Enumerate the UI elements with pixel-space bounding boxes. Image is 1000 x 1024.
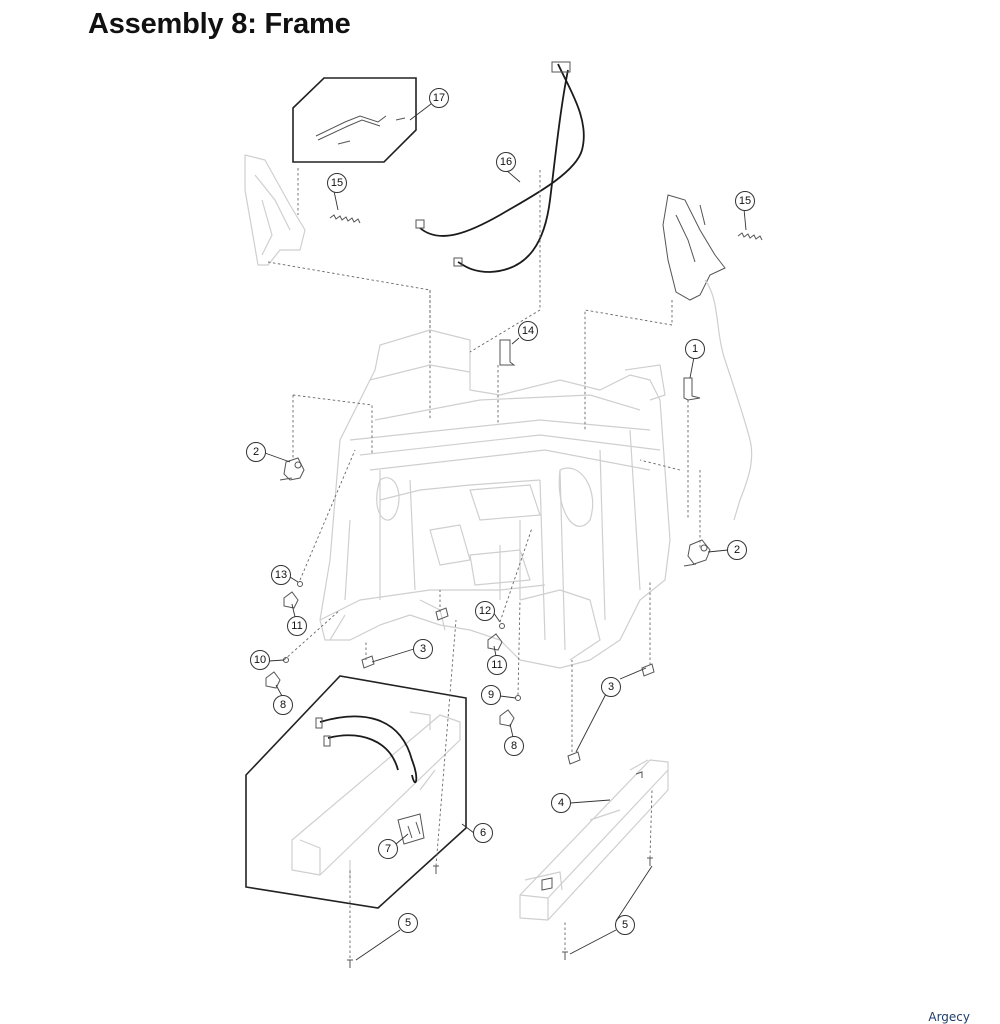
callout-11-left: 11	[287, 616, 307, 636]
right-side-bracket	[662, 194, 753, 521]
svg-text:13: 13	[275, 569, 287, 581]
callout-10: 10	[250, 650, 270, 670]
svg-text:2: 2	[253, 446, 259, 458]
callout-16: 16	[496, 152, 516, 172]
main-frame	[319, 329, 671, 669]
callout-8-left: 8	[273, 695, 293, 715]
svg-text:10: 10	[254, 654, 266, 666]
callout-11-right: 11	[487, 655, 507, 675]
callout-5-right: 5	[615, 915, 635, 935]
svg-text:11: 11	[291, 620, 302, 632]
clips	[265, 581, 521, 727]
watermark-text: Argecy	[928, 1010, 970, 1024]
kit-box-17	[292, 77, 417, 163]
svg-text:15: 15	[739, 195, 751, 207]
bracket-1	[683, 377, 701, 401]
rail-4	[519, 759, 669, 921]
callout-17: 17	[429, 88, 449, 108]
svg-text:1: 1	[692, 343, 698, 355]
svg-text:7: 7	[385, 843, 391, 855]
svg-text:16: 16	[500, 156, 512, 168]
screws-5	[347, 857, 653, 968]
svg-text:3: 3	[608, 681, 614, 693]
svg-text:8: 8	[280, 699, 286, 711]
callout-9: 9	[481, 685, 501, 705]
bracket-14	[499, 339, 516, 366]
callout-15-right: 15	[735, 191, 755, 211]
callout-2-right: 2	[727, 540, 747, 560]
svg-text:5: 5	[405, 917, 411, 929]
cable-16	[415, 61, 585, 273]
page-title: Assembly 8: Frame	[88, 8, 351, 40]
svg-text:5: 5	[622, 919, 628, 931]
callout-8-right: 8	[504, 736, 524, 756]
svg-text:6: 6	[480, 827, 486, 839]
svg-text:9: 9	[488, 689, 494, 701]
callout-12: 12	[475, 601, 495, 621]
gear-left	[279, 457, 305, 481]
spring-right	[737, 232, 763, 241]
callout-14: 14	[518, 321, 538, 341]
callout-2-left: 2	[246, 442, 266, 462]
svg-text:8: 8	[511, 740, 517, 752]
svg-text:3: 3	[420, 643, 426, 655]
svg-text:2: 2	[734, 544, 740, 556]
gear-right	[683, 539, 711, 567]
alignment-leads	[267, 168, 701, 958]
svg-text:15: 15	[331, 177, 343, 189]
callout-3-left: 3	[413, 639, 433, 659]
callout-3-right: 3	[601, 677, 621, 697]
svg-text:4: 4	[558, 797, 564, 809]
callout-1: 1	[685, 339, 705, 359]
callout-13: 13	[271, 565, 291, 585]
left-side-bracket	[244, 154, 306, 266]
svg-text:11: 11	[491, 659, 502, 671]
callout-4: 4	[551, 793, 571, 813]
kit-box-6	[245, 675, 467, 909]
callout-6: 6	[473, 823, 493, 843]
svg-text:12: 12	[479, 605, 491, 617]
svg-text:14: 14	[522, 325, 534, 337]
spring-left	[329, 214, 361, 224]
callout-leaders	[264, 103, 747, 961]
feet-pads	[361, 607, 655, 765]
callout-5-left: 5	[398, 913, 418, 933]
callout-7: 7	[378, 839, 398, 859]
svg-text:17: 17	[433, 92, 445, 104]
callout-15-left: 15	[327, 173, 347, 193]
